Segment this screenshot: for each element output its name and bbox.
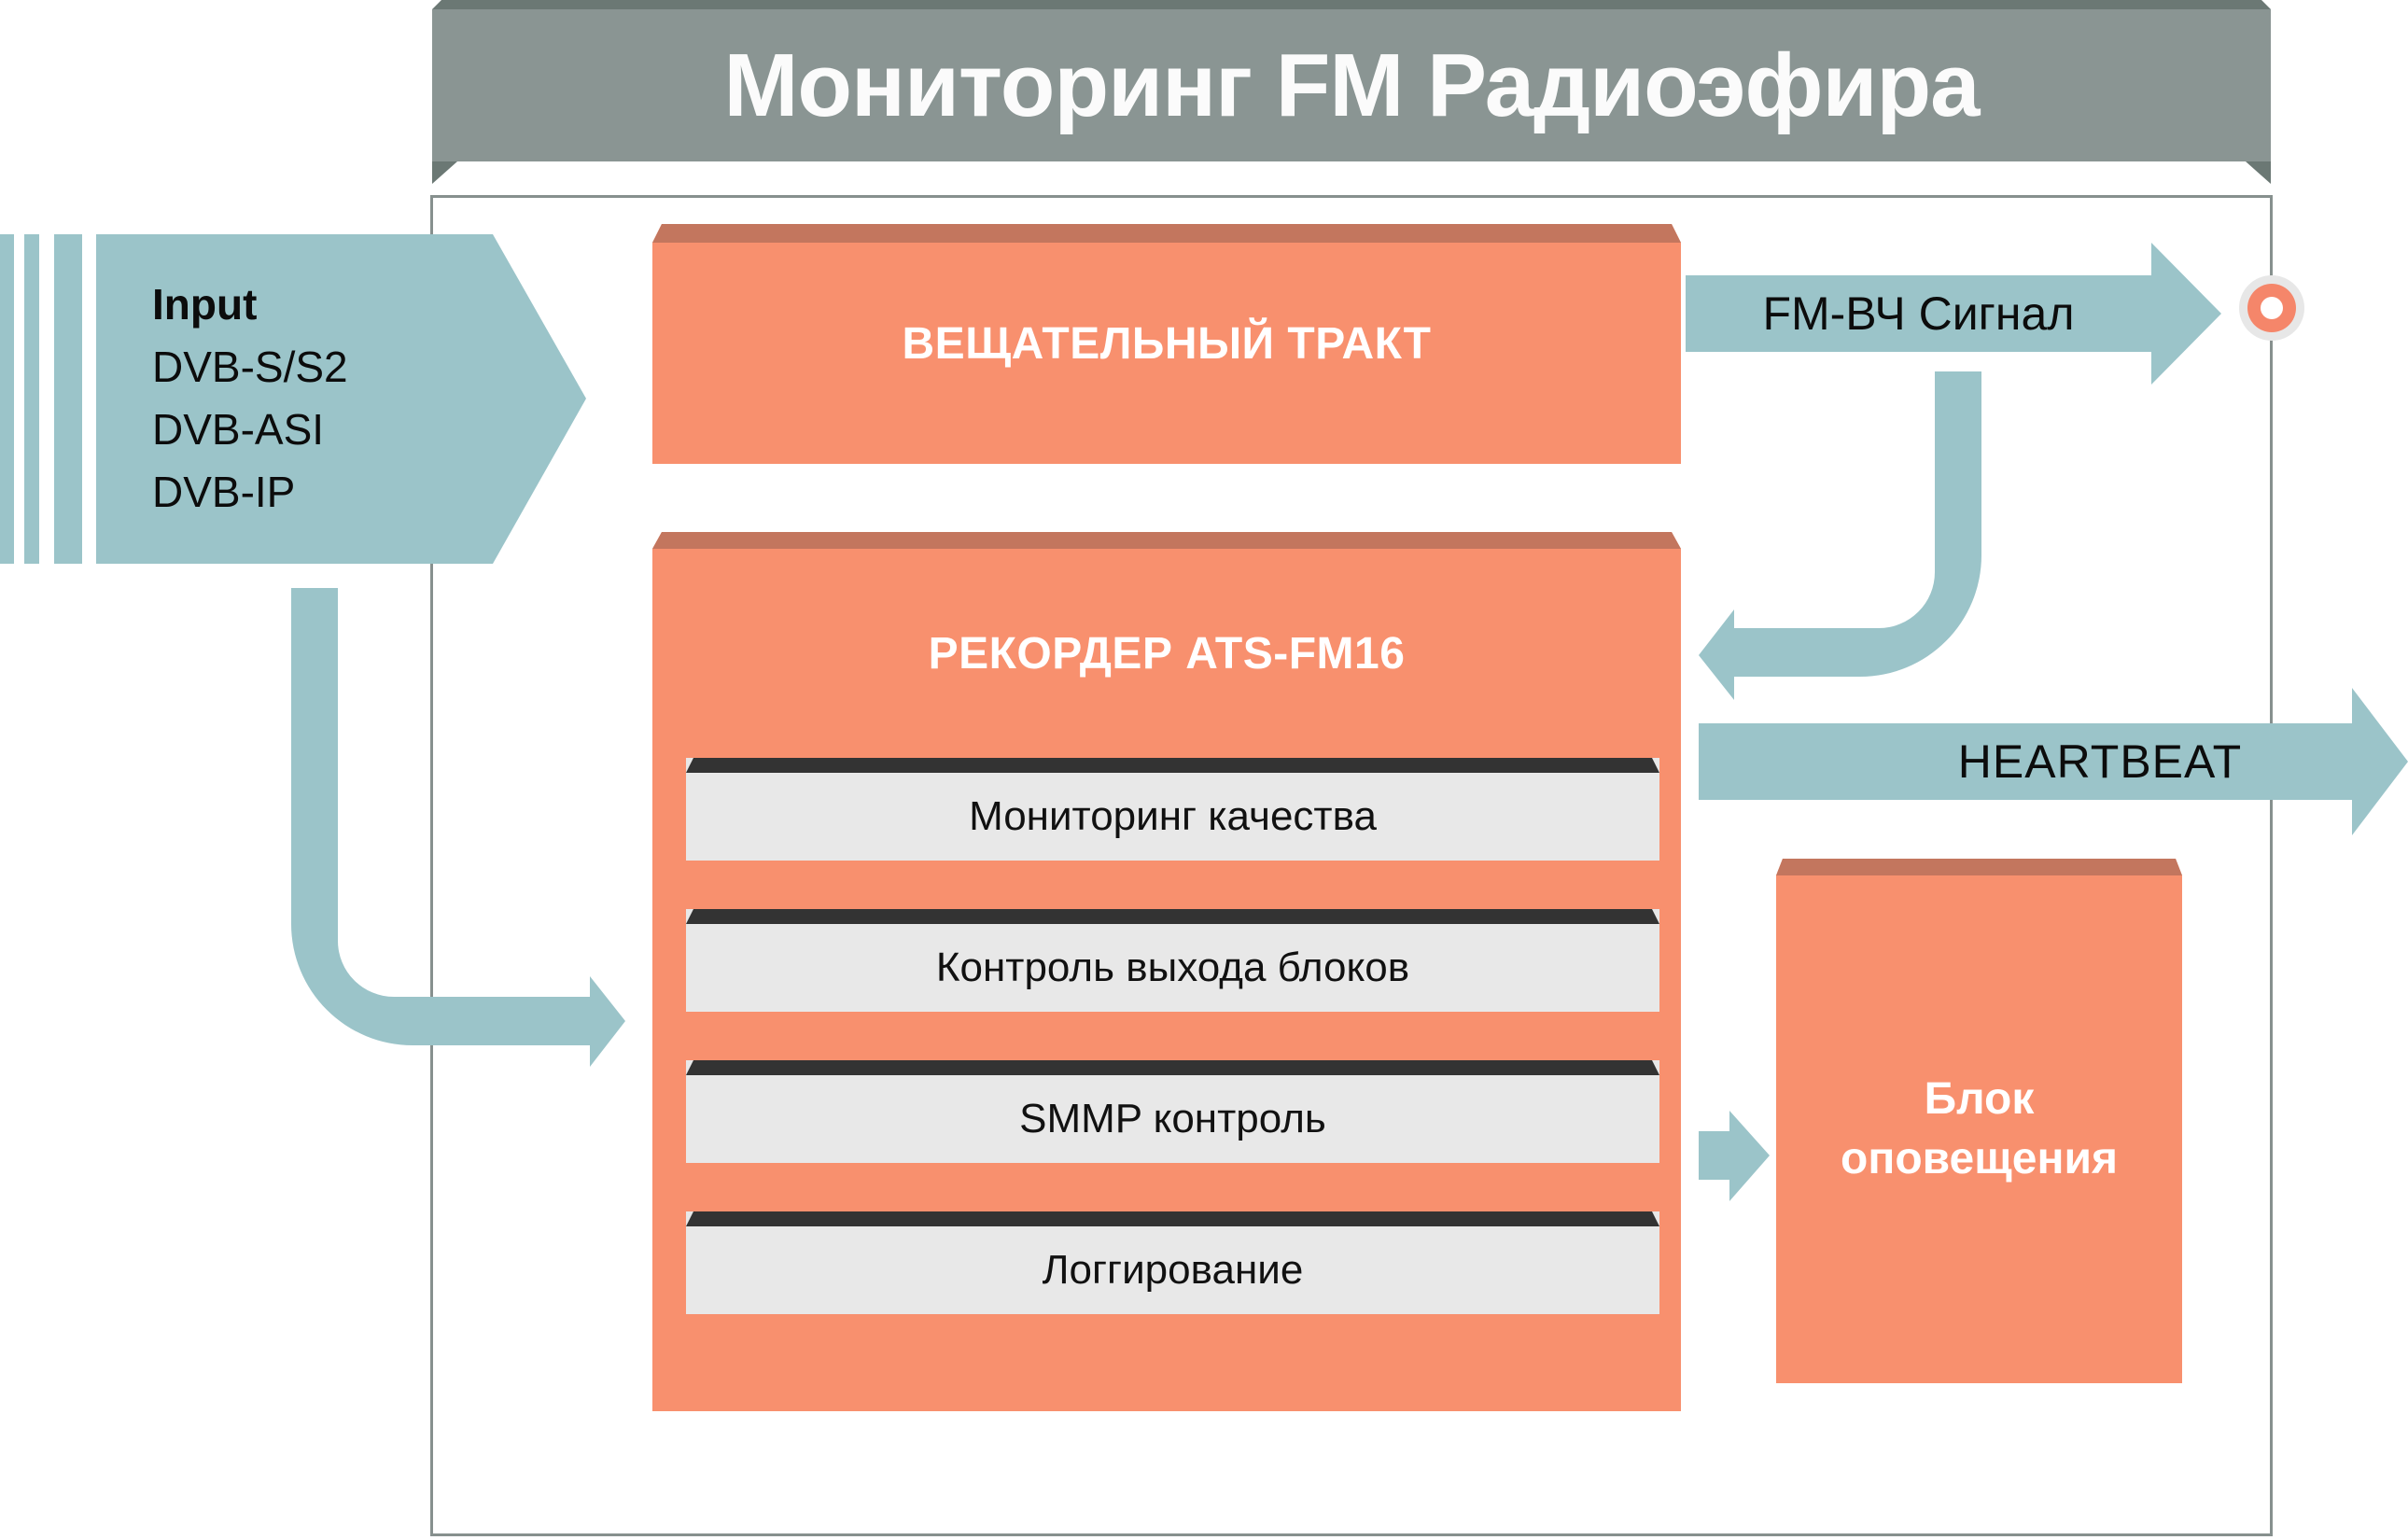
heartbeat-arrow [1699, 688, 2408, 835]
recorder-module-label: SMMP контроль [1019, 1096, 1326, 1141]
recorder-to-alert-arrow [1699, 1111, 1770, 1201]
header-bar [432, 0, 2271, 184]
broadcast-box-lid [652, 224, 1681, 243]
recorder-module-quality: Мониторинг качества [686, 758, 1659, 861]
alert-box-label: Блок оповещения [1776, 875, 2182, 1383]
recorder-module-output-control: Контроль выхода блоков [686, 909, 1659, 1012]
input-line: DVB-ASI [152, 405, 325, 454]
recorder-module-label: Мониторинг качества [969, 793, 1377, 839]
module-top-bar [686, 758, 1659, 773]
input-line: DVB-IP [152, 468, 296, 516]
recorder-module-logging: Логгирование [686, 1211, 1659, 1314]
input-label-block: Input DVB-S/S2 DVB-ASI DVB-IP [152, 273, 348, 524]
broadcast-box-label: ВЕЩАТЕЛЬНЫЙ ТРАКТ [902, 319, 1432, 369]
recorder-box-lid [652, 532, 1681, 549]
module-top-bar [686, 1211, 1659, 1226]
broadcast-box [652, 224, 1681, 464]
module-top-bar [686, 909, 1659, 924]
fm-to-recorder-arrow [1699, 371, 1981, 700]
diagram-title: Мониторинг FM Радиоэфира [723, 35, 1980, 135]
alert-box-lid [1776, 859, 2182, 875]
input-line: DVB-S/S2 [152, 343, 348, 391]
signal-target-icon [2239, 275, 2304, 341]
fm-signal-arrow [1686, 243, 2221, 385]
fm-signal-label: FM-ВЧ Сигнал [1762, 287, 2075, 340]
recorder-module-smmp: SMMP контроль [686, 1060, 1659, 1163]
header-right-shadow [2246, 161, 2271, 184]
recorder-module-label: Логгирование [1042, 1247, 1304, 1293]
input-stripes-icon [0, 234, 82, 564]
input-arrow [96, 234, 586, 564]
alert-box-label-line: оповещения [1841, 1134, 2118, 1183]
header-face [432, 9, 2271, 161]
heartbeat-label: HEARTBEAT [1957, 735, 2243, 788]
input-to-recorder-arrow [291, 588, 625, 1067]
alert-box [1776, 859, 2182, 1383]
header-left-shadow [432, 161, 457, 184]
header-top-strip [432, 0, 2271, 9]
module-top-bar [686, 1060, 1659, 1075]
recorder-box-label: РЕКОРДЕР ATS-FM16 [928, 628, 1406, 679]
alert-box-label-line: Блок [1924, 1074, 2035, 1124]
recorder-module-label: Контроль выхода блоков [935, 945, 1410, 990]
input-line: Input [152, 280, 258, 329]
